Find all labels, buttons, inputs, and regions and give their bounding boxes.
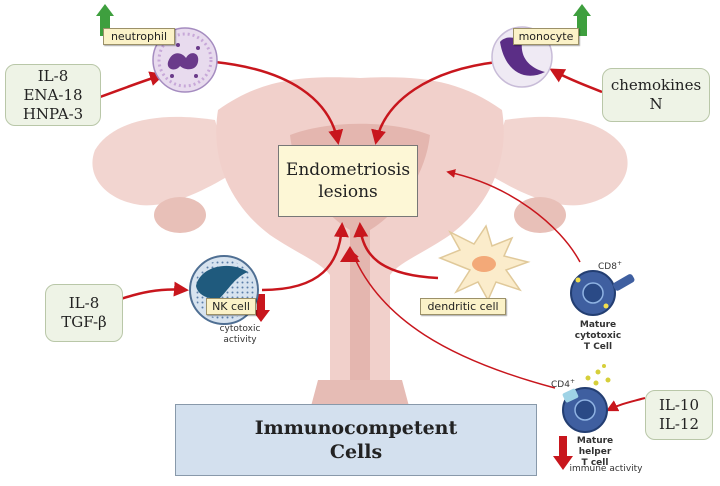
arrow-nk-to-lesion (261, 222, 349, 292)
helper-t-line1: Mature helper (576, 436, 614, 457)
helper-t-label: Mature helper T cell (560, 436, 630, 469)
right-fallopian-tube (490, 116, 628, 206)
arrow-dendritic-to-lesion (353, 222, 439, 280)
nk-activity-text: cytotoxic activity (210, 324, 270, 346)
cytokine-line1: IL-8 (68, 294, 100, 312)
nk-cell-label: NK cell (206, 298, 256, 315)
neutrophil-label: neutrophil (103, 28, 175, 45)
cd4-marker-text: CD4 (551, 380, 570, 390)
arrow-chemokines-to-monocyte (549, 68, 603, 94)
arrow-monocyte-to-lesion (371, 60, 498, 145)
helper-activity-text: immune activity (569, 464, 643, 474)
helper-down-arrow-icon (553, 436, 573, 470)
cytokines-left-mid-box: IL-8 TGF-β (45, 284, 123, 342)
lesions-line1: Endometriosis (285, 160, 411, 180)
cd8-marker: CD8+ (598, 258, 622, 273)
arrow-cytokines-to-neutrophil (99, 71, 165, 99)
dendritic-cell-icon (437, 224, 531, 302)
left-fallopian-tube (92, 116, 230, 206)
helper-t-cell-icon (562, 364, 611, 433)
cytotoxic-t-line2: T Cell (583, 342, 613, 352)
immunocompetent-line2: Cells (329, 441, 383, 463)
cd4-marker-sup: + (569, 378, 575, 385)
cd8-marker-text: CD8 (598, 262, 617, 272)
cd4-marker: CD4+ (551, 376, 575, 391)
cytokine-item: HNPA-3 (22, 104, 84, 123)
dendritic-cell-label: dendritic cell (420, 298, 506, 315)
arrow-il10-to-helper (605, 397, 646, 412)
lesions-line2: lesions (318, 182, 378, 202)
cytotoxic-t-line1: Mature cytotoxic (574, 320, 622, 341)
chemokines-box: chemokines N (602, 68, 710, 122)
red-up-arrowhead (340, 246, 360, 262)
cytokines-right-bottom-box: IL-10 IL-12 (645, 390, 713, 440)
arrow-cytotoxic-t-to-lesion (446, 169, 581, 263)
cytotoxic-t-cell-icon (570, 270, 635, 316)
monocyte-label: monocyte (513, 28, 579, 45)
cervix (310, 380, 410, 410)
neutrophil-up-arrow-icon (96, 4, 114, 36)
cytokine-line1: IL-10 (658, 396, 700, 414)
cytokine-line2: IL-12 (658, 415, 700, 433)
monocyte-up-arrow-icon (573, 4, 591, 36)
nk-down-arrow-icon (252, 294, 270, 322)
nk-activity-line2: activity (223, 335, 257, 345)
cytotoxic-t-label: Mature cytotoxic T Cell (558, 320, 638, 353)
left-ovary (154, 197, 206, 233)
cytokine-line2: TGF-β (61, 313, 107, 331)
immunocompetent-line1: Immunocompetent (254, 417, 458, 439)
cytokines-left-top-box: IL-8 ENA-18 HNPA-3 (5, 64, 101, 126)
cd8-marker-sup: + (616, 260, 622, 267)
chemokines-line1: chemokines (610, 76, 702, 94)
nk-activity-line1: cytotoxic (219, 324, 261, 334)
arrow-cytokines-to-nk (111, 281, 189, 304)
immunocompetent-cells-box: Immunocompetent Cells (175, 404, 537, 476)
endometriosis-lesions-box: Endometriosis lesions (278, 145, 418, 217)
chemokines-line2: N (649, 95, 663, 113)
cytokine-item: IL-8 (37, 66, 69, 85)
arrow-neutrophil-to-lesion (214, 60, 344, 145)
cytokine-item: ENA-18 (23, 85, 83, 104)
arrow-helper-t-to-lesion (350, 250, 556, 389)
helper-t-line2: T cell (581, 458, 609, 468)
